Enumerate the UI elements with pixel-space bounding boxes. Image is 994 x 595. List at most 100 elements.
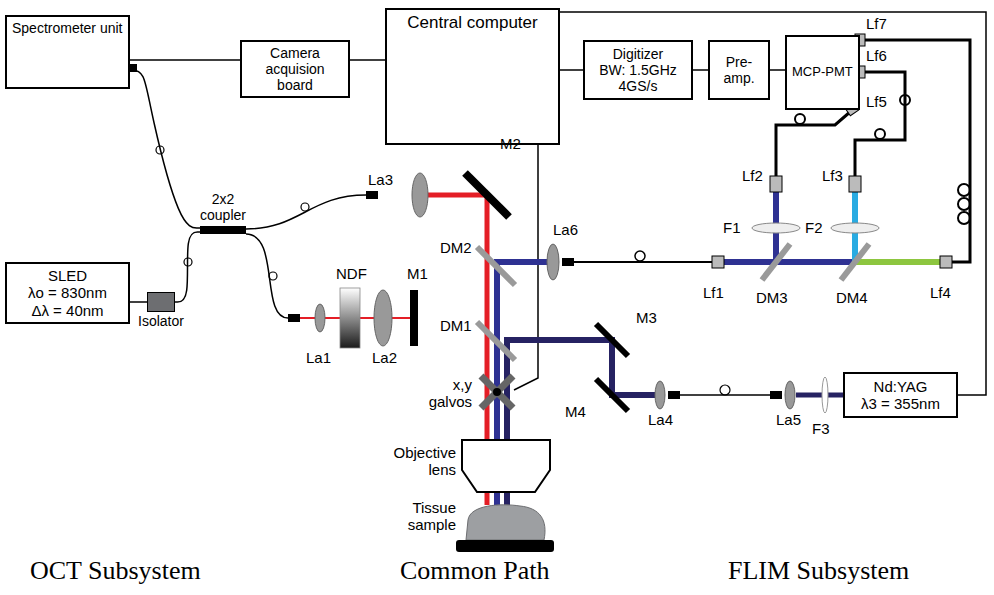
section-title: FLIM Subsystem bbox=[728, 556, 909, 585]
objective-lens bbox=[462, 440, 550, 492]
part-label: Lf3 bbox=[822, 168, 843, 185]
part-label: Lf1 bbox=[703, 285, 724, 302]
spectrometer-box: Spectrometer unit bbox=[5, 15, 130, 89]
part-label: M2 bbox=[500, 136, 521, 153]
part-label: F1 bbox=[723, 220, 741, 237]
detector-fiber bbox=[900, 95, 910, 105]
part-label: Tissue sample bbox=[380, 500, 456, 534]
oct-fiber bbox=[246, 195, 366, 229]
reference-arm bbox=[340, 288, 360, 348]
signal-cable bbox=[693, 69, 708, 71]
sample-arm-optics bbox=[412, 173, 428, 217]
box-title: Camera acquision board bbox=[255, 45, 335, 93]
detector-fiber bbox=[958, 184, 970, 196]
excitation-path bbox=[720, 385, 730, 395]
computer-box: Central computer bbox=[385, 8, 560, 145]
detection-path bbox=[547, 176, 952, 280]
part-label: M3 bbox=[636, 310, 657, 327]
acquisition-board-box: Camera acquision board bbox=[240, 40, 350, 98]
excitation-path bbox=[822, 377, 828, 413]
detection-path bbox=[547, 244, 559, 280]
part-label: Objective lens bbox=[380, 445, 456, 479]
reference-arm bbox=[410, 290, 418, 346]
box-title: Spectrometer unit bbox=[12, 20, 123, 36]
reference-arm bbox=[288, 314, 300, 322]
box-title: Isolator bbox=[138, 314, 184, 329]
galvo-wire bbox=[514, 145, 538, 390]
detection-path bbox=[831, 223, 879, 233]
optical-fiber bbox=[175, 232, 200, 302]
excitation-path bbox=[668, 391, 680, 399]
sample-arm-optics bbox=[596, 324, 628, 356]
detection-path bbox=[752, 223, 800, 233]
box-title: 2x2 coupler bbox=[195, 192, 251, 223]
detection-path bbox=[635, 251, 645, 261]
tissue-sample bbox=[456, 540, 554, 552]
laser-box: Nd:YAGλ3 = 355nm bbox=[843, 372, 958, 418]
signal-cable bbox=[770, 69, 785, 71]
tissue-sample bbox=[456, 505, 554, 552]
part-label: La3 bbox=[368, 172, 393, 189]
sample-arm-optics bbox=[596, 379, 628, 411]
part-label: M1 bbox=[407, 266, 428, 283]
signal-cable bbox=[560, 12, 986, 395]
part-label: Lf2 bbox=[742, 168, 763, 185]
detector-fiber bbox=[958, 212, 970, 224]
part-label: DM4 bbox=[836, 290, 868, 307]
box-detail: λ3 = 355nm bbox=[861, 395, 940, 412]
detector-fiber bbox=[862, 40, 970, 262]
part-label: DM2 bbox=[440, 240, 472, 257]
part-label: F3 bbox=[812, 421, 830, 438]
detector-fiber bbox=[776, 40, 970, 262]
excitation-path bbox=[796, 393, 843, 398]
box-title: Central computer bbox=[407, 13, 537, 33]
detection-path bbox=[724, 259, 855, 265]
box-title: MCP-PMT bbox=[792, 65, 853, 80]
detection-path bbox=[712, 256, 724, 268]
detection-path bbox=[841, 244, 869, 280]
reference-arm bbox=[315, 304, 325, 332]
part-label: DM3 bbox=[756, 290, 788, 307]
detection-path bbox=[855, 259, 940, 265]
section-title: OCT Subsystem bbox=[30, 556, 201, 585]
part-label: La4 bbox=[648, 412, 673, 429]
detection-path bbox=[762, 244, 790, 280]
galvo-mirrors bbox=[481, 376, 513, 408]
signal-cable bbox=[560, 69, 583, 71]
detection-path bbox=[562, 258, 574, 266]
part-label: Lf7 bbox=[866, 16, 887, 33]
detector-fiber bbox=[958, 198, 970, 210]
detector-box: MCP-PMT bbox=[785, 35, 860, 110]
box-detail: λo = 830nm Δλ = 40nm bbox=[20, 284, 115, 319]
excitation-path bbox=[655, 381, 665, 409]
part-label: La2 bbox=[372, 350, 397, 367]
preamp-box: Pre- amp. bbox=[708, 40, 770, 100]
signal-cable bbox=[350, 59, 385, 61]
part-label: NDF bbox=[336, 266, 367, 283]
detection-path bbox=[849, 176, 861, 192]
light-beam bbox=[428, 195, 655, 505]
optical-fiber bbox=[130, 70, 201, 228]
galvo-mirrors bbox=[493, 388, 501, 396]
sample-arm-optics bbox=[366, 191, 378, 199]
detector-fiber bbox=[795, 114, 805, 124]
sample-arm-optics bbox=[477, 247, 515, 285]
part-label: F2 bbox=[805, 220, 823, 237]
digitizer-box: DigitizerBW: 1.5GHz 4GS/s bbox=[583, 40, 693, 100]
reference-arm bbox=[288, 288, 418, 348]
part-label: Lf6 bbox=[866, 48, 887, 65]
fiber-loop bbox=[301, 203, 309, 211]
signal-cable bbox=[130, 59, 241, 61]
excitation-path bbox=[785, 381, 795, 409]
part-label: x,y galvos bbox=[408, 377, 472, 411]
sample-arm-optics bbox=[366, 173, 628, 411]
excitation-path bbox=[770, 391, 782, 399]
part-label: DM1 bbox=[440, 318, 472, 335]
part-label: M4 bbox=[565, 404, 586, 421]
part-label: Lf4 bbox=[930, 285, 951, 302]
oct-fiber bbox=[246, 234, 288, 318]
detector-fiber bbox=[855, 72, 905, 176]
galvo-mirrors bbox=[481, 376, 513, 408]
box-title: Nd:YAG bbox=[874, 378, 928, 395]
detection-path bbox=[574, 261, 712, 263]
